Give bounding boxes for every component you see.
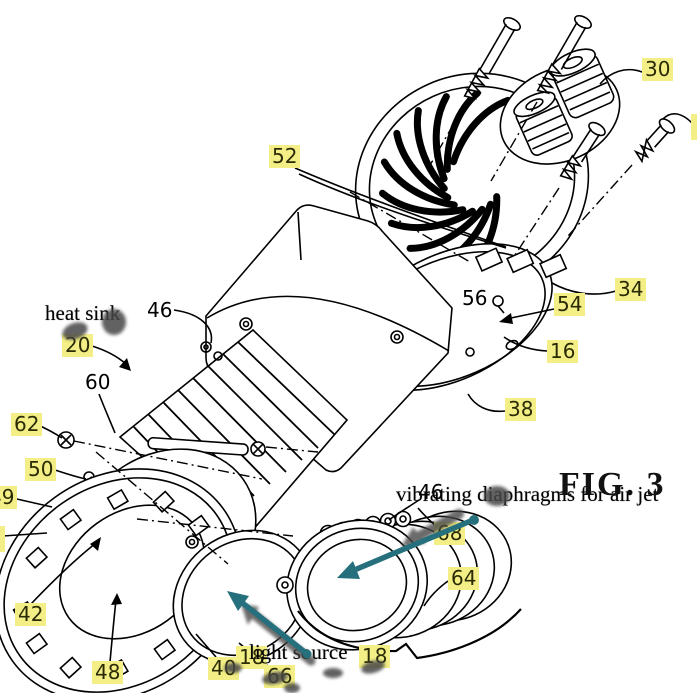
part-label-20: 20 xyxy=(62,334,94,357)
part-label-cutoff xyxy=(691,114,697,140)
part-label-46: 46 xyxy=(147,298,173,322)
part-label-40: 40 xyxy=(208,657,240,680)
part-label-68: 68 xyxy=(434,522,466,545)
part-label-46: 46 xyxy=(418,480,444,504)
part-label-42: 42 xyxy=(15,603,47,626)
part-label-50: 50 xyxy=(25,458,57,481)
part-label-30: 30 xyxy=(642,58,674,81)
part-label-34: 34 xyxy=(615,278,647,301)
part-label-66: 66 xyxy=(264,665,296,688)
figure-caption: FIG. 3 xyxy=(559,466,666,503)
leader-lines xyxy=(2,68,693,667)
part-label-cutoff xyxy=(0,526,5,552)
mounting-screws xyxy=(463,14,676,181)
heat-sink-note: heat sink xyxy=(45,301,121,325)
part-label-64: 64 xyxy=(448,567,480,590)
perforated-ring xyxy=(0,468,242,693)
part-label-38: 38 xyxy=(505,398,537,421)
part-label-16: 16 xyxy=(547,340,579,363)
part-label-18: 18 xyxy=(359,645,391,668)
part-label-54: 54 xyxy=(554,293,586,316)
plate-tabs xyxy=(474,247,568,279)
light-source-note: light source xyxy=(249,640,348,664)
vibrating-diaphragms-note: vibrating diaphragms for air jet xyxy=(396,482,659,506)
part-label-52: 52 xyxy=(269,145,301,168)
part-label-56: 56 xyxy=(462,286,488,310)
part-label-48: 48 xyxy=(92,661,124,684)
part-label-49: 49 xyxy=(0,486,18,509)
part-label-62: 62 xyxy=(11,413,43,436)
part-label-60: 60 xyxy=(85,370,111,394)
bracket-18 xyxy=(297,608,522,660)
